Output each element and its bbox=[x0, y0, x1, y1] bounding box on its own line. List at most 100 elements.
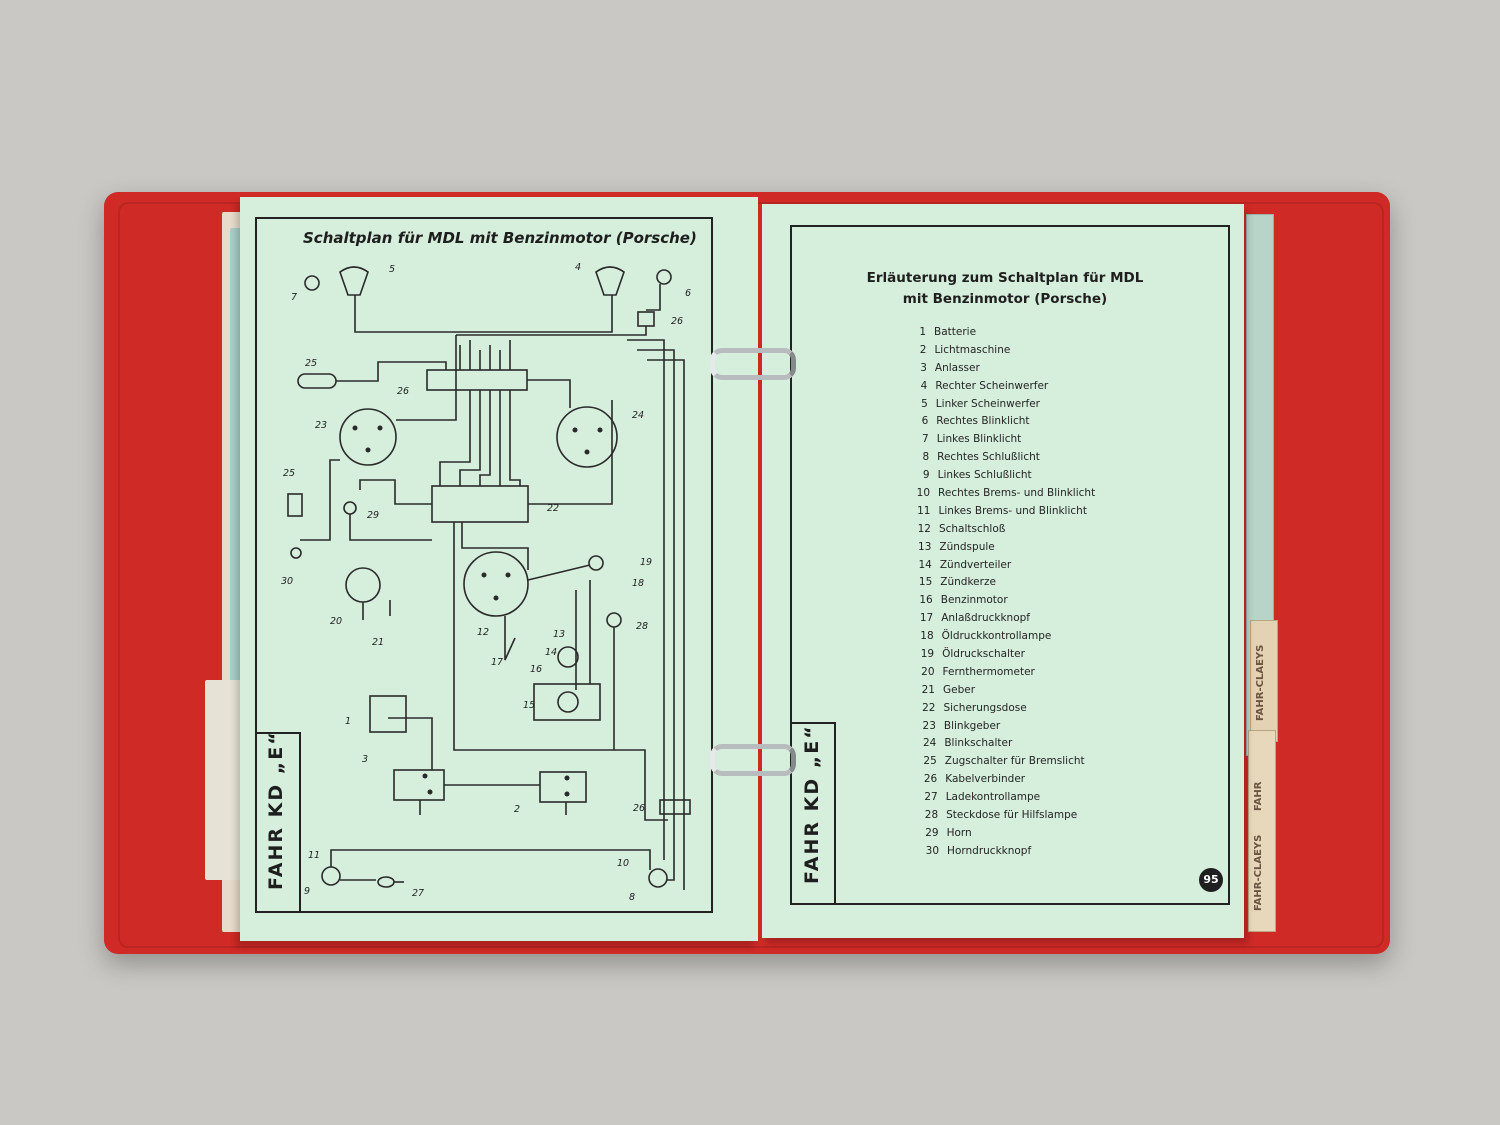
legend-number: 11 bbox=[917, 504, 931, 517]
legend-label: Rechtes Schlußlicht bbox=[937, 451, 1040, 464]
callout-9: 9 bbox=[304, 886, 311, 897]
callout-13: 13 bbox=[553, 629, 566, 640]
legend-row: 18 Öldruckkontrollampe bbox=[900, 628, 1160, 646]
callout-21: 21 bbox=[372, 637, 385, 648]
legend-label: Linkes Blinklicht bbox=[936, 433, 1022, 446]
legend-label: Zündspule bbox=[939, 540, 995, 553]
legend-number: 1 bbox=[919, 326, 926, 338]
legend-number: 21 bbox=[921, 683, 935, 696]
legend-label: Batterie bbox=[934, 326, 977, 338]
connector-26c-icon bbox=[659, 799, 691, 815]
legend-label: Sicherungsdose bbox=[943, 701, 1027, 714]
legend-number: 25 bbox=[923, 755, 937, 768]
legend-number: 5 bbox=[921, 397, 928, 410]
connector-26b-icon bbox=[637, 311, 655, 327]
callout-25b: 25 bbox=[283, 468, 296, 479]
callout-12: 12 bbox=[477, 627, 490, 638]
callout-16: 16 bbox=[530, 664, 543, 675]
distributor-14-icon bbox=[557, 691, 579, 713]
lamp-6-icon bbox=[656, 269, 672, 285]
right-page bbox=[762, 204, 1244, 938]
legend-label: Zündkerze bbox=[940, 576, 996, 589]
legend-number: 23 bbox=[922, 719, 936, 732]
callout-25a: 25 bbox=[305, 358, 318, 369]
under-page-left-3 bbox=[205, 680, 245, 880]
legend-number: 26 bbox=[923, 773, 938, 786]
legend-row: 24 Blinkschalter bbox=[900, 735, 1160, 753]
binder-ring-upper bbox=[710, 348, 796, 380]
headlamp-4-icon bbox=[595, 266, 625, 296]
callout-26a: 26 bbox=[671, 316, 684, 327]
callout-28: 29 bbox=[367, 510, 380, 521]
callout-1: 1 bbox=[345, 716, 352, 727]
callout-20: 20 bbox=[330, 616, 343, 627]
thermometer-20-icon bbox=[345, 567, 381, 603]
legend-number: 28 bbox=[924, 809, 939, 822]
connector-26-icon bbox=[426, 369, 528, 391]
legend-title: Erläuterung zum Schaltplan für MDL mit B… bbox=[840, 268, 1170, 310]
headlamp-5-icon bbox=[339, 266, 369, 296]
left-side-label-box bbox=[255, 732, 301, 911]
legend-label: Linkes Brems- und Blinklicht bbox=[938, 504, 1087, 517]
legend-number: 30 bbox=[925, 844, 940, 857]
legend-row: 22 Sicherungsdose bbox=[900, 700, 1160, 718]
socket-28-icon bbox=[343, 501, 357, 515]
legend-label: Kabelverbinder bbox=[945, 773, 1026, 786]
legend-number: 24 bbox=[922, 737, 937, 750]
callout-6: 6 bbox=[685, 288, 692, 299]
left-page-frame bbox=[255, 217, 713, 913]
legend-row: 1 Batterie bbox=[900, 324, 1160, 342]
legend-row: 26 Kabelverbinder bbox=[900, 771, 1160, 789]
legend-number: 16 bbox=[919, 594, 933, 607]
callout-23: 23 bbox=[315, 420, 328, 431]
legend-number: 17 bbox=[919, 612, 934, 625]
charge-lamp-27-icon bbox=[606, 612, 622, 628]
legend-number: 7 bbox=[922, 433, 929, 446]
legend-number: 29 bbox=[925, 826, 939, 839]
legend-label: Benzinmotor bbox=[940, 594, 1008, 607]
binder-ring-lower bbox=[710, 744, 796, 776]
legend-label: Öldruckschalter bbox=[942, 648, 1025, 661]
legend-number: 12 bbox=[917, 522, 931, 535]
pull-switch-25-icon bbox=[297, 373, 337, 389]
callout-26c: 26 bbox=[633, 803, 646, 814]
index-tab-fahr: FAHR FAHR-CLAEYS bbox=[1248, 730, 1276, 932]
lamp-7-icon bbox=[304, 275, 320, 291]
left-page bbox=[240, 197, 758, 941]
callout-22: 22 bbox=[547, 503, 560, 514]
legend-number: 18 bbox=[920, 630, 934, 643]
legend-label: Öldruckkontrollampe bbox=[941, 630, 1052, 643]
rear-lamp-11-icon bbox=[321, 866, 341, 886]
legend-label: Blinkgeber bbox=[943, 719, 1001, 732]
legend-label: Linkes Schlußlicht bbox=[937, 469, 1032, 482]
legend-title-line2: mit Benzinmotor (Porsche) bbox=[902, 291, 1108, 307]
callout-3: 3 bbox=[362, 754, 369, 765]
engine-16-icon bbox=[533, 683, 601, 721]
legend-label: Lichtmaschine bbox=[934, 343, 1011, 356]
callout-5: 5 bbox=[389, 264, 396, 275]
callout-19: 19 bbox=[640, 557, 653, 568]
legend-row: 7 Linkes Blinklicht bbox=[900, 431, 1160, 449]
legend-row: 16 Benzinmotor bbox=[900, 592, 1160, 610]
callout-7: 7 bbox=[291, 292, 298, 303]
legend-number: 3 bbox=[920, 361, 927, 374]
legend-title-line1: Erläuterung zum Schaltplan für MDL bbox=[866, 270, 1144, 286]
legend-number: 22 bbox=[922, 701, 936, 714]
legend-label: Schaltschloß bbox=[938, 522, 1006, 535]
callout-10: 10 bbox=[617, 858, 630, 869]
legend-label: Fernthermometer bbox=[942, 665, 1035, 678]
legend-label: Blinkschalter bbox=[944, 737, 1013, 750]
callout-14: 14 bbox=[545, 647, 558, 658]
